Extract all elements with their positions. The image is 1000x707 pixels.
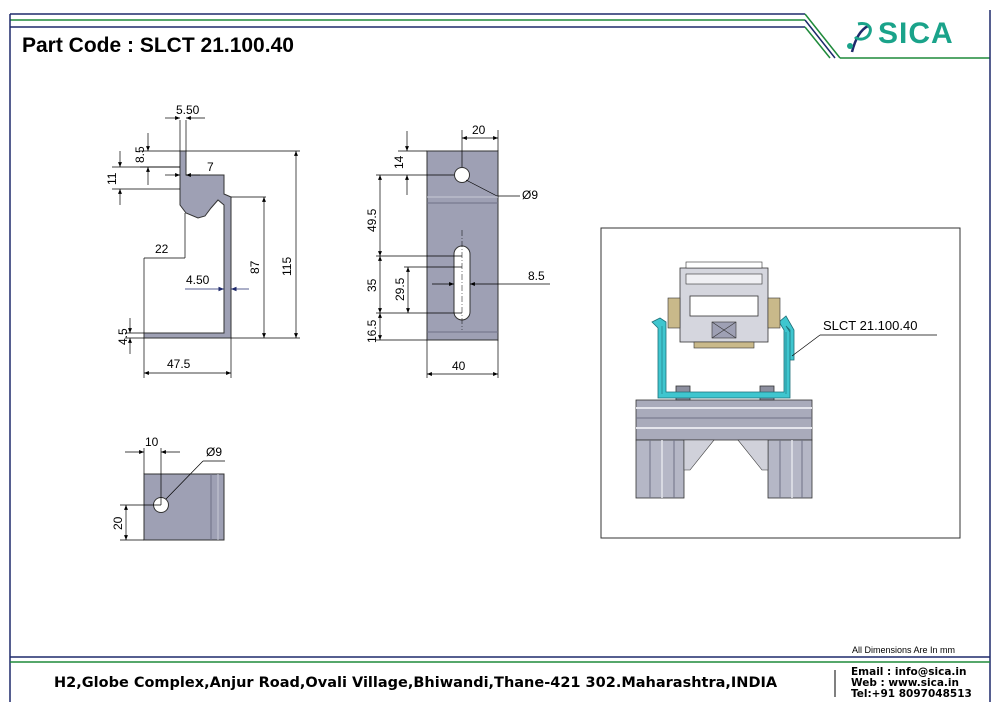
side-view: 5.50 8.5 7 11 22 4.50 87 115 [105,103,300,378]
dim-text: 4.50 [186,273,210,287]
dim-text: 115 [280,257,294,276]
dim-text: 87 [248,260,262,274]
assembly-callout: SLCT 21.100.40 [823,318,917,333]
dim-text: 8.5 [528,269,545,283]
dimension-note: All Dimensions Are In mm [852,645,956,655]
dim-text: Ø9 [522,188,538,202]
footer-tel: Tel:+91 8097048513 [851,688,972,700]
clamp-fitting [667,261,781,349]
sheet-border [9,10,991,702]
footer-email: Email : info@sica.in [851,666,967,678]
brand-logo-text: SICA [878,17,954,50]
dim-text: 29.5 [393,277,407,301]
dim-text: 10 [145,435,159,449]
dim-text: 20 [472,123,486,137]
rail-profile [635,399,813,499]
dim-text: 14 [392,155,406,169]
dim-text: 40 [452,359,466,373]
page-title: Part Code : SLCT 21.100.40 [22,34,294,57]
assembly-view: SLCT 21.100.40 [600,227,961,539]
footer-contact: Email : info@sica.in Web : www.sica.in T… [851,667,972,700]
sica-logo-icon [847,22,872,53]
dim-text: 20 [111,516,125,530]
dim-text: 5.50 [176,103,200,117]
dim-text: 8.5 [133,146,147,163]
dim-text: 16.5 [365,319,379,343]
dim-text: 4.5 [116,328,130,345]
front-view: 20 14 Ø9 49.5 35 29.5 8.5 16.5 [365,123,550,378]
dim-text: 35 [365,278,379,292]
dim-text: 49.5 [365,208,379,232]
dim-text: 7 [207,160,214,174]
dim-text: 47.5 [167,357,191,371]
detail-view: 10 Ø9 20 [111,435,225,541]
footer-web: Web : www.sica.in [851,677,959,689]
dim-text: Ø9 [206,445,222,459]
dim-text: 22 [155,242,169,256]
dim-text: 11 [105,172,119,185]
footer-address: H2,Globe Complex,Anjur Road,Ovali Villag… [54,675,778,691]
bracket-profile [651,315,795,399]
